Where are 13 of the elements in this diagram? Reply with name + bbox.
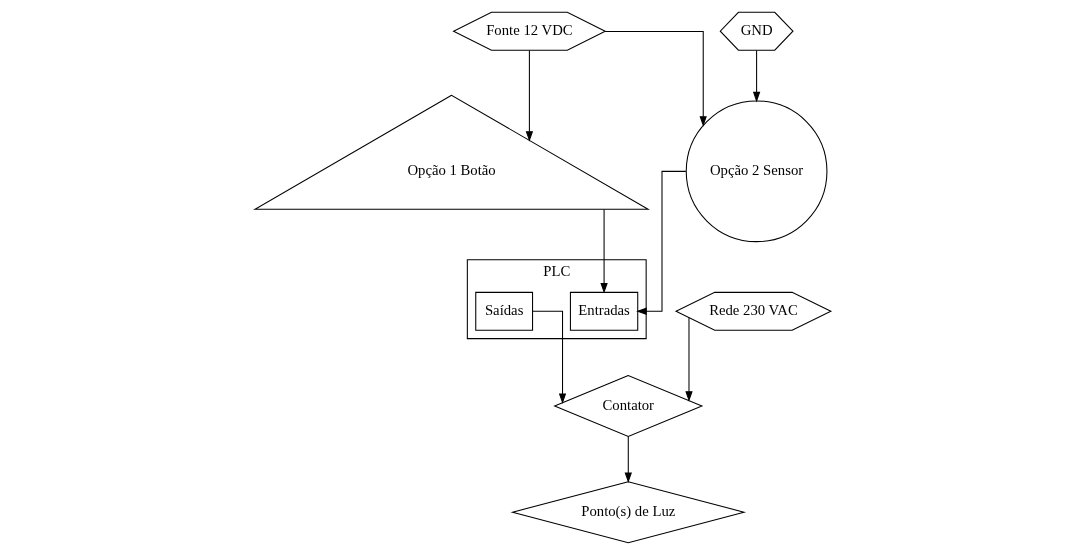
arrow xyxy=(600,209,608,294)
node-circle: Opção 2 Sensor xyxy=(685,100,828,243)
arrow xyxy=(685,317,693,402)
node-diamond: Ponto(s) de Luz xyxy=(510,481,747,544)
arrow xyxy=(604,30,707,127)
node-diamond: Contator xyxy=(553,374,704,438)
arrow xyxy=(525,49,534,142)
arrow xyxy=(624,436,632,484)
arrow xyxy=(532,310,567,404)
arrow xyxy=(636,170,687,315)
node-box: Saídas xyxy=(475,291,534,331)
node-box: Entradas xyxy=(569,291,639,331)
arrow xyxy=(752,49,761,103)
